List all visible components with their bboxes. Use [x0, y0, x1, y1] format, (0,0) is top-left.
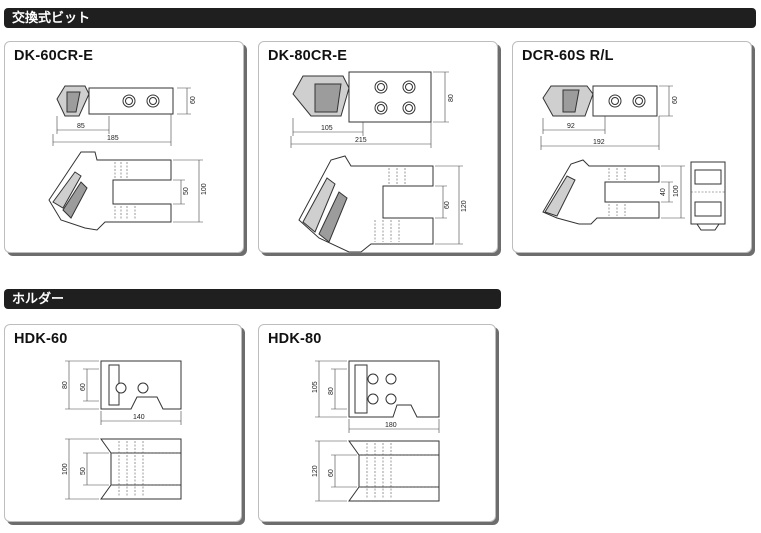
- hdk80-drawing: 105 80 180 120 60: [312, 360, 440, 502]
- bit-body: [592, 85, 658, 117]
- product-card-dk80: DK-80CR-E 80 105 215 60 120: [258, 41, 498, 253]
- dim-slot: 40: [660, 188, 667, 196]
- product-title: HDK-60: [14, 331, 68, 347]
- product-card-dcr60: DCR-60S R/L 60 92 192 40 100: [512, 41, 752, 253]
- product-title: HDK-80: [268, 331, 322, 347]
- dim-length: 180: [385, 422, 397, 429]
- product-card-dk60: DK-60CR-E 60 85 185 50 100: [4, 41, 244, 253]
- dim-width: 120: [312, 465, 319, 477]
- dim-inner: 80: [328, 387, 335, 395]
- dim-slot: 60: [328, 469, 335, 477]
- dim-length: 185: [107, 135, 119, 142]
- dim-width: 100: [673, 185, 680, 197]
- dim-width: 120: [461, 200, 468, 212]
- bit-body: [348, 71, 432, 123]
- dim-height: 80: [448, 94, 455, 102]
- dk80-drawing: 80 105 215 60 120: [290, 71, 468, 253]
- dk60-drawing: 60 85 185 50 100: [48, 85, 208, 231]
- dim-slot: 50: [183, 187, 190, 195]
- dcr60-drawing: 60 92 192 40 100: [540, 85, 726, 231]
- product-card-hdk80: HDK-80 105 80 180 120 60: [258, 324, 496, 522]
- product-title: DCR-60S R/L: [522, 48, 614, 64]
- dim-height: 60: [190, 96, 197, 104]
- dim-outer: 80: [62, 381, 69, 389]
- dim-width: 100: [62, 463, 69, 475]
- dim-height: 60: [672, 96, 679, 104]
- section-header-bits: 交換式ビット: [4, 8, 756, 28]
- section-header-holders: ホルダー: [4, 289, 501, 309]
- bit-front: [48, 151, 172, 231]
- dim-length: 215: [355, 137, 367, 144]
- dim-inner: 60: [80, 383, 87, 391]
- dim-length: 140: [133, 414, 145, 421]
- product-title: DK-60CR-E: [14, 48, 94, 64]
- dim-width: 100: [201, 183, 208, 195]
- bit-front: [542, 159, 660, 225]
- dim-tip: 105: [321, 125, 333, 132]
- dim-tip: 85: [77, 123, 85, 130]
- dim-tip: 92: [567, 123, 575, 130]
- dim-length: 192: [593, 139, 605, 146]
- dim-outer: 105: [312, 381, 319, 393]
- dim-slot: 50: [80, 467, 87, 475]
- product-title: DK-80CR-E: [268, 48, 348, 64]
- hdk60-drawing: 80 60 140 100 50: [62, 360, 182, 500]
- dim-slot: 60: [444, 201, 451, 209]
- product-card-hdk60: HDK-60 80 60 140 100 50: [4, 324, 242, 522]
